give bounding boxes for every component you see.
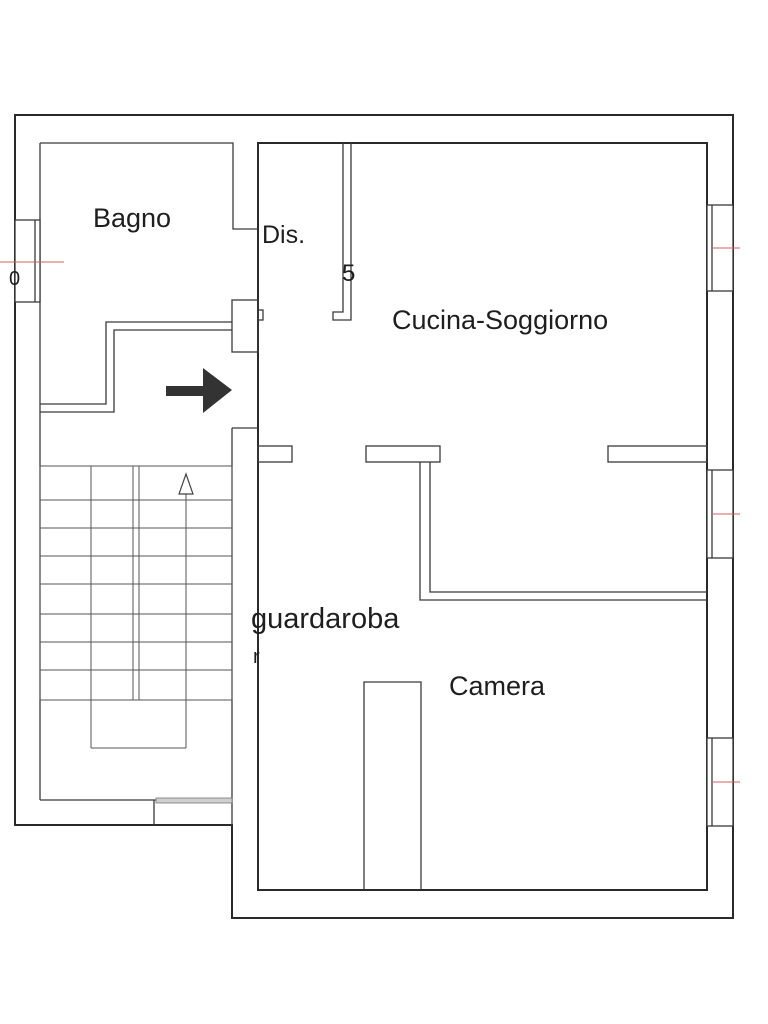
wall-stub-right	[607, 445, 708, 463]
room-label-guardaroba-wrap: r	[253, 646, 260, 668]
kitchen-camera-wall	[419, 462, 707, 601]
pier	[231, 299, 259, 353]
room-label-bagno: Bagno	[93, 203, 172, 233]
edge-mark-left: 0	[9, 268, 21, 290]
arrow-right-icon	[166, 368, 232, 413]
landing-grate	[155, 797, 233, 804]
arrow-up-icon	[178, 472, 194, 495]
room-label-dis: Dis.	[262, 221, 306, 249]
bathroom-wall-inner	[40, 329, 232, 413]
window-right-1	[706, 204, 740, 292]
edge-mark-partition: 5	[342, 260, 356, 287]
wall-stub-center	[365, 445, 441, 463]
bathroom-wall	[39, 142, 258, 800]
wall-stub-left	[257, 445, 293, 463]
window-right-3	[706, 737, 740, 827]
pier-tab	[257, 309, 264, 321]
window-right-2	[706, 469, 740, 559]
room-label-cucina-soggiorno: Cucina-Soggiorno	[392, 305, 609, 335]
outer-wall	[14, 114, 734, 919]
room-label-guardaroba: guardaroba	[251, 603, 400, 635]
inner-wall	[257, 142, 708, 891]
wardrobe-wall	[363, 681, 422, 890]
landing-wall	[40, 799, 232, 825]
room-label-camera: Camera	[449, 671, 546, 701]
window-left	[0, 219, 64, 303]
stairs	[39, 465, 233, 749]
partition-wall	[332, 143, 352, 321]
